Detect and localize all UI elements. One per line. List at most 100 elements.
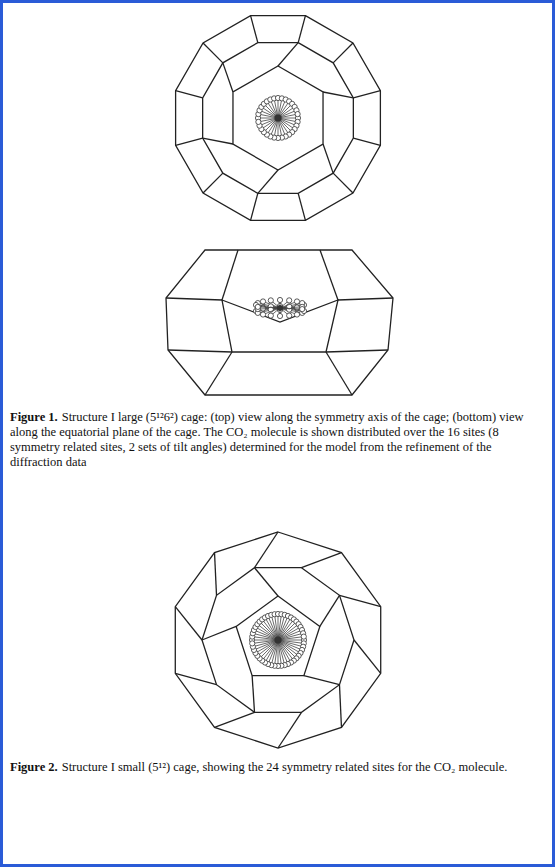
cage-edge <box>320 595 340 626</box>
cage-ring <box>203 43 354 194</box>
cage-edge <box>333 43 353 63</box>
oxygen-atom <box>250 641 255 646</box>
co2-bond <box>260 110 297 125</box>
pentagon-face <box>236 596 320 676</box>
cage-edge <box>252 676 254 713</box>
pentagon-face <box>222 300 338 352</box>
cage-edge <box>215 553 217 596</box>
cage-edge <box>176 138 203 145</box>
cage-edge <box>202 626 236 640</box>
figure-number: Figure 1. <box>10 410 58 424</box>
oxygen-atom <box>295 111 300 116</box>
cage-edge <box>320 250 338 300</box>
co2-bond <box>256 305 304 311</box>
caption-text: Structure I large (5¹²6²) cage: (top) vi… <box>10 410 524 469</box>
co2-bond <box>274 98 282 137</box>
large-cage-top-view <box>176 16 381 221</box>
cage-edge <box>251 16 258 43</box>
co2-bond <box>264 104 292 132</box>
co2-bond <box>271 615 284 665</box>
co2-bond <box>275 614 282 666</box>
co2-bond <box>258 114 297 122</box>
cage-edge <box>353 91 380 98</box>
oxygen-atom <box>260 299 265 304</box>
oxygen-atom <box>287 298 292 303</box>
cage-edge <box>304 676 340 685</box>
carbon-atom <box>275 637 282 644</box>
oxygen-atom <box>260 312 265 317</box>
co2-bond <box>252 637 304 644</box>
figure-caption: Figure 1.Structure I large (5¹²6²) cage:… <box>10 410 545 470</box>
cage-edge <box>175 673 216 684</box>
cage-outline <box>166 250 393 395</box>
oxygen-atom <box>277 313 282 318</box>
cage-edge <box>323 144 333 173</box>
co2-bond <box>255 627 300 653</box>
cage-edge <box>255 532 278 568</box>
large-cage-side-view <box>166 250 393 395</box>
oxygen-atom <box>300 306 305 311</box>
co2-bond <box>268 616 288 664</box>
cage-outline <box>176 16 381 221</box>
co2-bond <box>270 100 285 137</box>
co2-bond <box>252 637 304 644</box>
cage-edge <box>339 595 380 606</box>
cage-edge <box>326 350 388 352</box>
cage-edge <box>205 352 232 395</box>
cage-edge <box>298 16 305 43</box>
co2-bond <box>262 619 294 660</box>
oxygen-atom <box>268 313 273 318</box>
small-cage-view <box>175 532 380 748</box>
cage-edge <box>258 170 278 193</box>
cage-edge <box>353 138 380 145</box>
oxygen-atom <box>256 119 261 124</box>
oxygen-atom <box>268 298 273 303</box>
co2-bond <box>256 305 304 311</box>
co2-bond <box>267 101 289 134</box>
cage-edge <box>255 568 278 596</box>
cage-edge <box>339 685 341 728</box>
co2-bond <box>257 624 298 656</box>
cage-edge <box>222 250 238 300</box>
oxygen-atom <box>255 304 260 309</box>
hexagon-face <box>233 66 323 170</box>
cage-edge <box>175 607 202 640</box>
cage-edge <box>323 92 353 98</box>
co2-bond <box>260 622 297 659</box>
oxygen-atom <box>294 299 299 304</box>
oxygen-atom <box>301 634 306 639</box>
caption-text: Structure I small (5¹²) cage, showing th… <box>62 760 508 774</box>
cage-edge <box>203 138 233 144</box>
co2-bond <box>254 630 302 650</box>
oxygen-atom <box>277 297 282 302</box>
figure-number: Figure 2. <box>10 760 58 774</box>
cage-edge <box>278 43 298 66</box>
cage-edge <box>354 640 381 673</box>
co2-bond <box>258 114 297 122</box>
cage-outline <box>175 532 380 748</box>
cage-ring <box>202 568 354 713</box>
oxygen-atom <box>294 312 299 317</box>
carbon-atom <box>275 115 282 122</box>
figure-caption: Figure 2. Structure I small (5¹²) cage, s… <box>10 760 545 775</box>
cage-edge <box>166 298 222 300</box>
cage-edge <box>176 91 203 98</box>
cage-edge <box>298 193 305 220</box>
cage-edge <box>168 350 232 352</box>
cage-edge <box>223 63 233 92</box>
carbon-atom <box>277 305 283 311</box>
cage-edge <box>203 43 223 63</box>
cage-edge <box>326 352 352 395</box>
oxygen-atom <box>287 313 292 318</box>
co2-bond <box>253 633 303 646</box>
cage-edge <box>333 173 353 193</box>
cage-edge <box>215 712 255 727</box>
co2-bond <box>274 98 282 137</box>
cage-edge <box>278 712 301 748</box>
cage-edge <box>203 173 223 193</box>
cage-edge <box>251 193 258 220</box>
cage-edge <box>338 298 393 300</box>
co2-bond <box>265 617 291 662</box>
co2-bond <box>275 614 282 666</box>
co2-bond <box>271 615 284 665</box>
